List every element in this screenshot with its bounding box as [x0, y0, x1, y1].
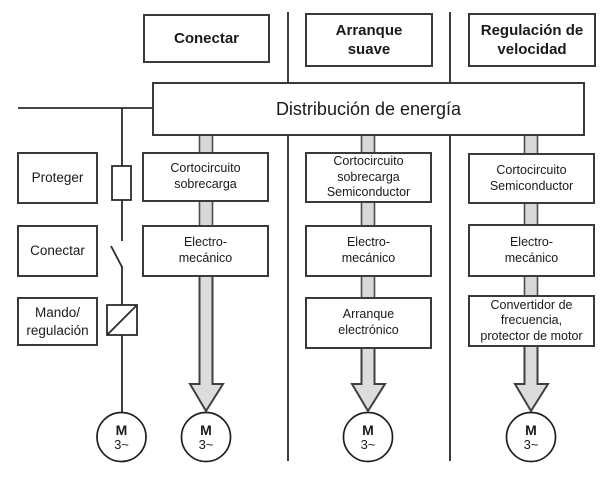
arrow-down-icon — [188, 274, 225, 413]
process-box-cortocircuito-sobrecarga-semiconductor: Cortocircuito sobrecarga Semiconductor — [305, 152, 432, 203]
motor-letter: M — [362, 421, 374, 438]
fuse-symbol — [111, 165, 132, 201]
contactor-diagonal — [106, 304, 138, 336]
process-box-arranque-electronico: Arranque electrónico — [305, 297, 432, 349]
motor-phase: 3~ — [198, 436, 214, 452]
motor-label: M 3~ — [97, 414, 146, 460]
motor-symbol — [180, 411, 232, 463]
motor-symbol — [505, 411, 557, 463]
header-conectar: Conectar — [143, 14, 270, 63]
process-box-electromecanico: Electro- mecánico — [142, 225, 269, 277]
left-label-proteger: Proteger — [17, 152, 98, 204]
connector-stub — [523, 275, 539, 298]
distribution-bar: Distribución de energía — [152, 82, 585, 136]
connector-stub — [198, 133, 214, 155]
process-box-electromecanico: Electro- mecánico — [468, 224, 595, 277]
connector-stub — [523, 133, 539, 156]
motor-label: M 3~ — [181, 414, 231, 460]
motor-label: M 3~ — [506, 414, 556, 460]
motor-symbol — [96, 411, 147, 463]
left-label-mando-regulacion: Mando/ regulación — [17, 297, 98, 346]
process-box-electromecanico: Electro- mecánico — [305, 225, 432, 277]
process-box-cortocircuito-semiconductor: Cortocircuito Semiconductor — [468, 153, 595, 204]
motor-letter: M — [525, 421, 537, 438]
motor-symbol — [342, 411, 394, 463]
motor-letter: M — [200, 421, 212, 438]
motor-phase: 3~ — [360, 436, 376, 452]
arrow-down-icon — [350, 346, 387, 413]
header-arranque-suave: Arranque suave — [305, 13, 433, 67]
process-box-convertidor-frecuencia: Convertidor de frecuencia, protector de … — [468, 295, 595, 347]
header-regulacion-velocidad: Regulación de velocidad — [468, 13, 596, 67]
connector-stub — [360, 274, 376, 300]
connector-stub — [360, 133, 376, 155]
connector-stub — [523, 201, 539, 227]
motor-label: M 3~ — [343, 414, 393, 460]
motor-letter: M — [115, 421, 128, 438]
process-box-cortocircuito-sobrecarga: Cortocircuito sobrecarga — [142, 152, 269, 202]
motor-phase: 3~ — [523, 436, 539, 452]
left-label-conectar: Conectar — [17, 225, 98, 277]
connector-stub — [198, 199, 214, 228]
connector-stub — [360, 200, 376, 228]
motor-phase: 3~ — [114, 436, 129, 452]
arrow-down-icon — [513, 344, 550, 413]
switch-symbol — [110, 245, 123, 268]
